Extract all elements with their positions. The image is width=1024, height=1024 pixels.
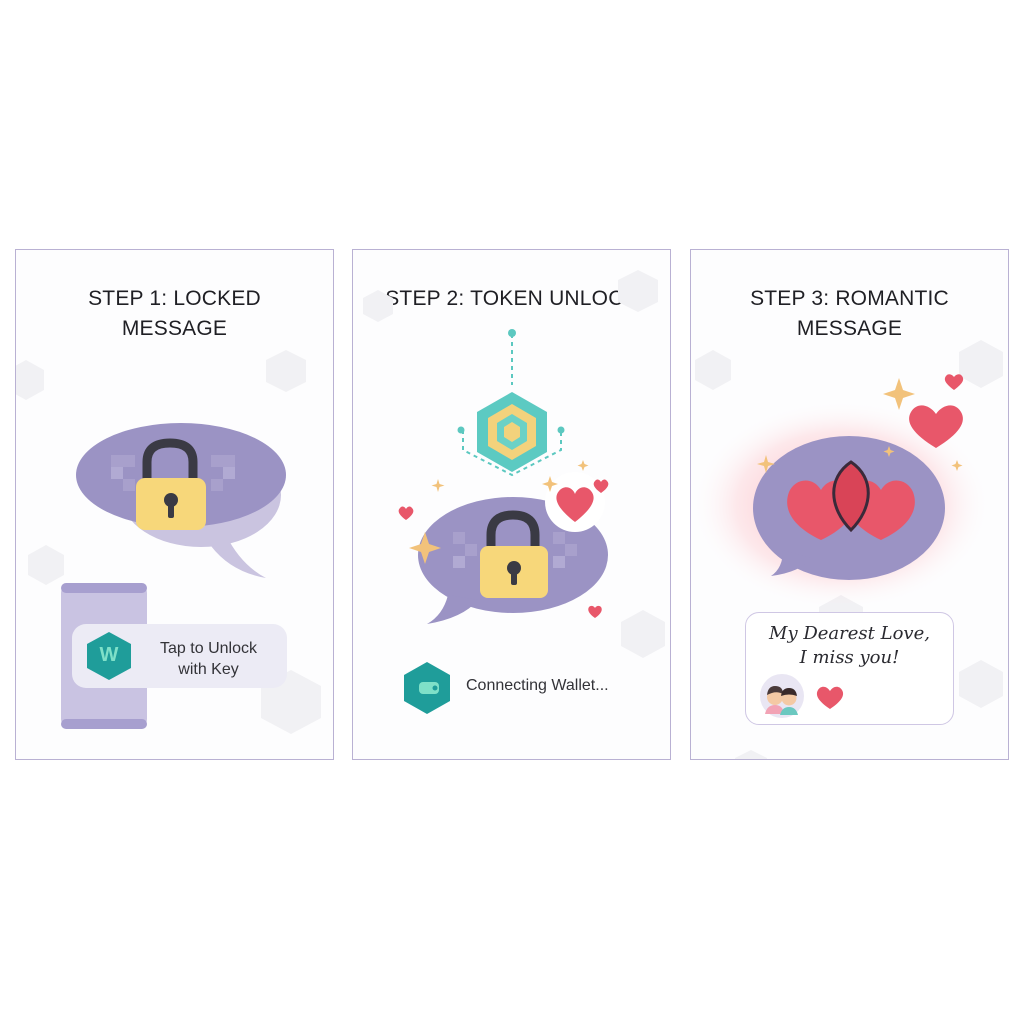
couple-avatar-icon	[760, 674, 804, 718]
unlock-with-key-button[interactable]	[72, 624, 287, 688]
wallet-icon[interactable]	[404, 662, 450, 714]
token-hexagon-icon	[87, 632, 131, 680]
card-icons	[760, 674, 844, 718]
token-letter: W	[99, 644, 119, 666]
lock-icon	[480, 510, 548, 598]
romantic-message-card: My Dearest Love, I miss you!	[745, 612, 954, 725]
lock-icon	[136, 438, 206, 530]
message-line-2: I miss you!	[799, 647, 900, 668]
connecting-wallet-status: Connecting Wallet...	[466, 677, 609, 694]
heart-icon	[787, 460, 915, 540]
step-2-title: STEP 2: TOKEN UNLOCK	[385, 287, 638, 310]
step-1-illustration	[16, 350, 321, 734]
sparkle-icon	[409, 460, 589, 564]
floating-heart-icon	[909, 374, 964, 448]
heart-icon	[545, 472, 605, 532]
step-1-title: STEP 1: LOCKED MESSAGE	[88, 287, 261, 340]
step-2-illustration	[363, 270, 665, 714]
step-3-panel: STEP 3: ROMANTIC MESSAGE	[690, 249, 1009, 760]
heart-icon	[816, 686, 844, 709]
sparkle-icon	[757, 378, 963, 473]
step-1-panel: STEP 1: LOCKED MESSAGE	[15, 249, 334, 760]
step-2-panel: STEP 2: TOKEN UNLOCK	[352, 249, 671, 760]
background-hexagon-icon	[363, 270, 665, 658]
small-heart-icon	[398, 479, 609, 618]
step-3-title: STEP 3: ROMANTIC MESSAGE	[750, 287, 949, 340]
tap-to-unlock-label[interactable]: Tap to Unlock with Key	[160, 640, 257, 678]
token-hexagon-icon	[477, 392, 547, 472]
message-line-1: My Dearest Love,	[769, 623, 930, 644]
step-3-illustration	[691, 340, 1003, 759]
token-connector	[462, 334, 562, 477]
